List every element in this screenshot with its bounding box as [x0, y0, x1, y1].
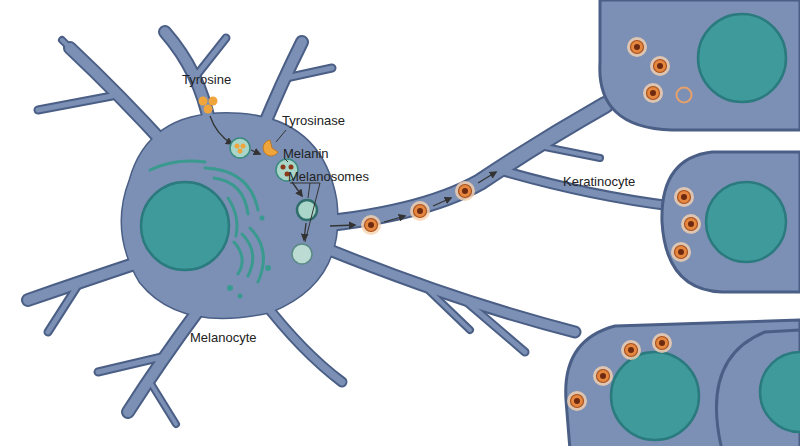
- flow-arrow: [292, 182, 302, 196]
- structure-label: Melanin: [283, 146, 329, 162]
- melanocyte-body: [122, 114, 337, 318]
- dendrite: [48, 282, 80, 332]
- early-vesicle: [230, 138, 250, 158]
- structure-label: Tyrosine: [182, 72, 231, 88]
- melanosome: [652, 333, 672, 353]
- melanosome: [627, 37, 647, 57]
- melanin-granule: [289, 165, 294, 170]
- vesicle: [260, 216, 265, 221]
- flow-arrow: [478, 172, 496, 183]
- tyrosine-icon: [199, 97, 218, 114]
- melanosome-maturing: [297, 200, 317, 220]
- leader-line: [305, 183, 320, 242]
- dendrite: [28, 262, 140, 300]
- er-membrane: [214, 178, 248, 214]
- dendrite: [500, 170, 672, 206]
- melanosome: [681, 214, 701, 234]
- structure-label: Melanocyte: [190, 330, 256, 346]
- axon: [300, 105, 605, 226]
- dendrite: [286, 68, 332, 78]
- structure-label: Melanosomes: [288, 169, 369, 185]
- melanin-granule: [281, 165, 286, 170]
- dendrite: [62, 40, 96, 74]
- dendrite: [262, 300, 342, 382]
- golgi-membrane: [242, 234, 253, 276]
- dendrite: [38, 96, 112, 110]
- dendrite: [540, 146, 600, 158]
- melanosome: [621, 340, 641, 360]
- tyrosine-atom: [241, 144, 246, 149]
- flow-arrow: [251, 150, 260, 154]
- nucleus: [141, 182, 229, 270]
- melanosome: [674, 187, 694, 207]
- golgi-er: [150, 161, 263, 282]
- keratinocyte-cell: [662, 152, 800, 292]
- keratinocyte-cell: [600, 0, 800, 130]
- nucleus: [760, 352, 800, 432]
- melanosome-transport: [455, 181, 475, 201]
- tyrosine-atom: [209, 97, 218, 106]
- melanosome-transport: [361, 215, 381, 235]
- melanosome: [643, 83, 663, 103]
- melanosome-empty: [677, 88, 692, 103]
- melanosome-mature: [292, 244, 312, 264]
- melanosome: [650, 56, 670, 76]
- dendrite: [500, 170, 672, 206]
- dendrite: [150, 382, 176, 424]
- dendrite: [150, 382, 176, 424]
- dendrite: [62, 40, 96, 74]
- melanosome: [671, 242, 691, 262]
- structure-label: Keratinocyte: [563, 174, 635, 190]
- dendrite: [462, 298, 525, 352]
- tyrosine-atom: [235, 144, 240, 149]
- tyrosine-atom: [238, 149, 243, 154]
- vesicle: [227, 285, 233, 291]
- leader-line: [290, 183, 310, 198]
- dendrite: [196, 38, 226, 76]
- melanosome: [593, 366, 613, 386]
- dendrite: [38, 96, 112, 110]
- flow-arrow: [384, 216, 405, 222]
- er-membrane: [228, 198, 237, 236]
- golgi-membrane: [234, 242, 242, 274]
- dendrite: [420, 282, 470, 330]
- tyrosine-atom: [199, 97, 208, 106]
- nucleus: [698, 14, 786, 102]
- dendrite: [540, 146, 600, 158]
- axon: [300, 105, 605, 226]
- dendrite: [310, 242, 575, 332]
- flow-arrow: [330, 225, 355, 226]
- vesicles: [227, 216, 271, 299]
- flow-arrow: [433, 198, 451, 206]
- melanosome: [567, 391, 587, 411]
- tyrosine-atom: [204, 105, 213, 114]
- vesicle: [238, 294, 243, 299]
- tyrosinase-enzyme: [263, 140, 278, 156]
- melanocyte-body-fill: [122, 114, 337, 318]
- structure-label: Tyrosinase: [282, 113, 345, 129]
- nucleus: [611, 352, 699, 440]
- er-membrane: [150, 161, 205, 170]
- melanosome-transport: [410, 201, 430, 221]
- nucleus: [706, 182, 786, 262]
- dendrite: [28, 262, 140, 300]
- dendrite: [196, 38, 226, 76]
- vesicle: [265, 265, 271, 271]
- dendrite: [262, 300, 342, 382]
- tyrosine-in-vesicle: [235, 144, 246, 154]
- dendrite: [310, 242, 575, 332]
- flow-arrow: [210, 116, 232, 144]
- dendrite: [98, 356, 166, 372]
- leader-line: [276, 130, 286, 142]
